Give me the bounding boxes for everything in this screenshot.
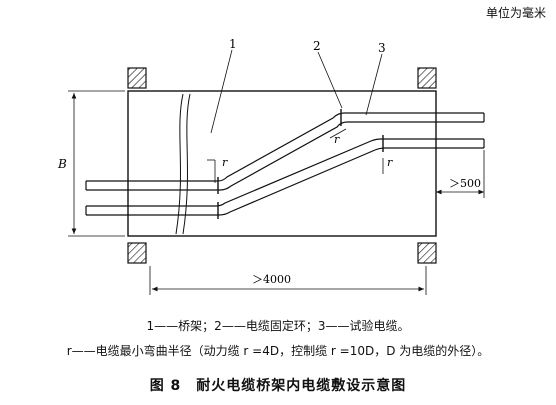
callout-1: 1 [229,37,237,51]
leader-line-2 [317,51,343,109]
break-line [182,93,191,235]
dimension-b-label: B [57,157,67,171]
radius-label: r [334,133,340,146]
support-block-bottom-left [127,242,147,264]
dimension-4000-label: ＞4000 [252,273,291,286]
unit-note: 单位为毫米 [485,6,546,20]
legend-line-1: 1——桥架；2——电缆固定环；3——试验电缆。 [146,319,410,333]
figure-caption: 图 8 耐火电缆桥架内电缆敷设示意图 [149,378,407,394]
legend-line-2: r——电缆最小弯曲半径（动力缆 r =4D，控制缆 r =10D，D 为电缆的外… [66,344,490,358]
dimension-4000 [149,266,427,295]
dimension-500-label: ＞500 [449,177,481,190]
test-cable-upper [85,112,485,191]
cable-tray [127,90,437,237]
support-block-top-left [127,67,147,89]
radius-label: r [387,156,393,169]
callout-3: 3 [378,41,386,55]
dimension-b [68,90,125,237]
cable-tray-diagram: r r r 1 2 3 B ＞500 ＞4000 [57,37,485,295]
break-line [175,93,184,235]
dimension-500 [436,150,485,198]
leader-line-3 [365,53,383,116]
radius-markers [207,128,384,183]
callout-2: 2 [313,39,321,53]
support-block-bottom-right [417,242,437,264]
fixing-ring [217,109,384,219]
radius-label: r [222,156,228,169]
test-cable-lower [85,138,485,216]
leader-line-1 [210,49,233,134]
support-block-top-right [417,67,437,89]
